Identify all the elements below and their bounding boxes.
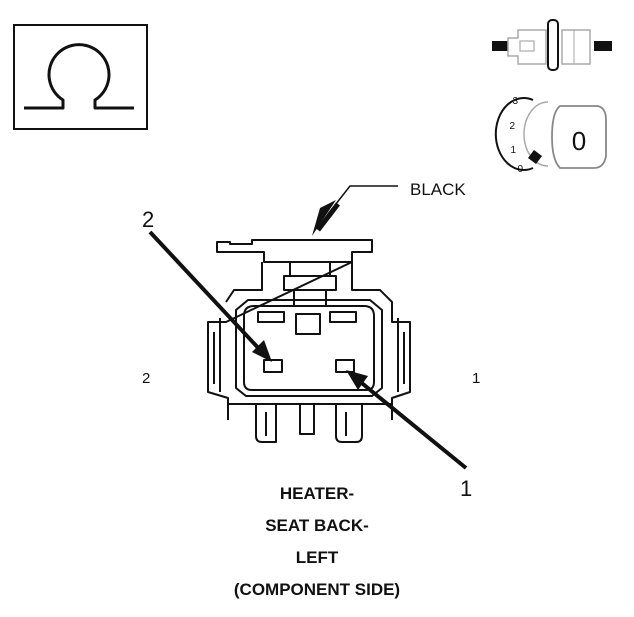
caption-line-4: (COMPONENT SIDE) bbox=[233, 580, 401, 599]
ignition-position-1: 1 bbox=[510, 145, 516, 156]
caption-line-3: LEFT bbox=[295, 548, 339, 567]
pin-1-callout-arrow bbox=[346, 370, 468, 470]
ignition-position-0: 0 bbox=[517, 164, 523, 175]
connector-body bbox=[207, 239, 411, 443]
caption-line-1: HEATER- bbox=[279, 484, 355, 503]
pin-1-cavity bbox=[335, 359, 355, 373]
connector-disconnected-icon bbox=[492, 19, 612, 71]
connector-color-label: BLACK bbox=[410, 180, 466, 199]
ignition-position-2: 2 bbox=[509, 121, 515, 132]
side-label-right: 1 bbox=[472, 370, 480, 387]
ignition-key-off-icon: 3 2 1 0 0 bbox=[494, 96, 607, 175]
caption-line-2: SEAT BACK- bbox=[265, 516, 369, 535]
pin-2-callout-label: 2 bbox=[142, 207, 154, 232]
pin-1-callout-label: 1 bbox=[460, 476, 472, 501]
pin-2-cavity bbox=[263, 359, 283, 373]
ignition-position-3: 3 bbox=[512, 96, 518, 107]
side-label-left: 2 bbox=[142, 370, 150, 387]
pin-2-callout-arrow bbox=[148, 230, 272, 362]
ohm-symbol-icon bbox=[13, 24, 148, 130]
color-leader-arrow bbox=[312, 185, 398, 236]
ignition-key-label: 0 bbox=[572, 126, 586, 156]
